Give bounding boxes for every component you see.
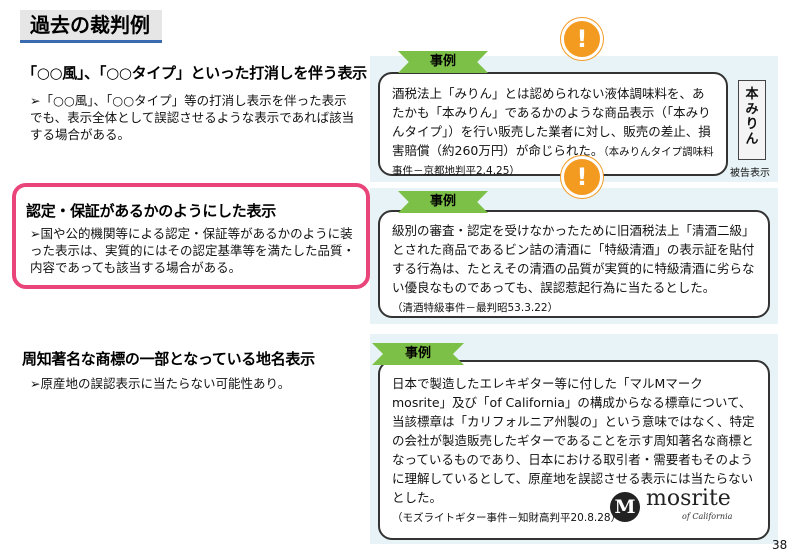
case-source-mirin: （本みりんタイプ調味料事件－京都地判平2.4.25）	[392, 146, 714, 177]
mosrite-m-mark: M	[610, 492, 640, 522]
page-number: 38	[772, 538, 788, 552]
case-text-mirin: 酒税法上「みりん」とは認められない液体調味料を、あたかも「本みりん」であるかのよ…	[392, 86, 711, 158]
page-title: 過去の裁判例	[20, 10, 162, 43]
section-body-disclaimer: ➢「○○風」、「○○タイプ」等の打消し表示を伴った表示でも、表示全体として誤認さ…	[30, 93, 355, 142]
mosrite-wordmark: mosrite	[646, 486, 731, 511]
case-tag-sake: 事例	[398, 191, 488, 213]
case-box-mosrite: 日本で製造したエレキギター等に付した「マルMマーク mosrite」及び「of …	[378, 360, 770, 540]
case-box-sake: 級別の審査・認定を受けなかったために旧酒税法上「清酒二級」とされた商品であるビン…	[378, 210, 770, 318]
case-source-sake: （清酒特級事件－最判昭53.3.22）	[392, 302, 559, 314]
mosrite-subtext: of California	[682, 512, 733, 521]
section-body-trademark: ➢原産地の誤認表示に当たらない可能性あり。	[30, 376, 291, 391]
case-tag-mirin: 事例	[398, 51, 488, 73]
case-source-mosrite: （モズライトギター事件－知財高判平20.8.28）	[392, 512, 622, 524]
mirin-label-image: 本みりん	[738, 80, 766, 160]
section-heading-disclaimer: 「○○風」、「○○タイプ」といった打消しを伴う表示	[22, 64, 367, 82]
image-caption: 被告表示	[730, 168, 770, 179]
mosrite-logo: M mosrite of California	[610, 486, 760, 532]
alert-icon: !	[561, 156, 603, 198]
highlight-frame	[12, 183, 370, 289]
section-body-certification: ➢国や公的機関等による認定・保証等があるかのように装った表示は、実質的にはその認…	[30, 226, 356, 275]
section-heading-trademark: 周知著名な商標の一部となっている地名表示	[22, 350, 315, 368]
case-tag-mosrite: 事例	[372, 343, 464, 365]
case-text-mosrite: 日本で製造したエレキギター等に付した「マルMマーク mosrite」及び「of …	[392, 376, 755, 505]
case-box-mirin: 酒税法上「みりん」とは認められない液体調味料を、あたかも「本みりん」であるかのよ…	[378, 72, 728, 177]
section-heading-certification: 認定・保証があるかのようにした表示	[26, 202, 276, 220]
alert-icon: !	[561, 18, 603, 60]
case-text-sake: 級別の審査・認定を受けなかったために旧酒税法上「清酒二級」とされた商品であるビン…	[392, 223, 755, 295]
mirin-label-text: 本みりん	[745, 87, 759, 147]
